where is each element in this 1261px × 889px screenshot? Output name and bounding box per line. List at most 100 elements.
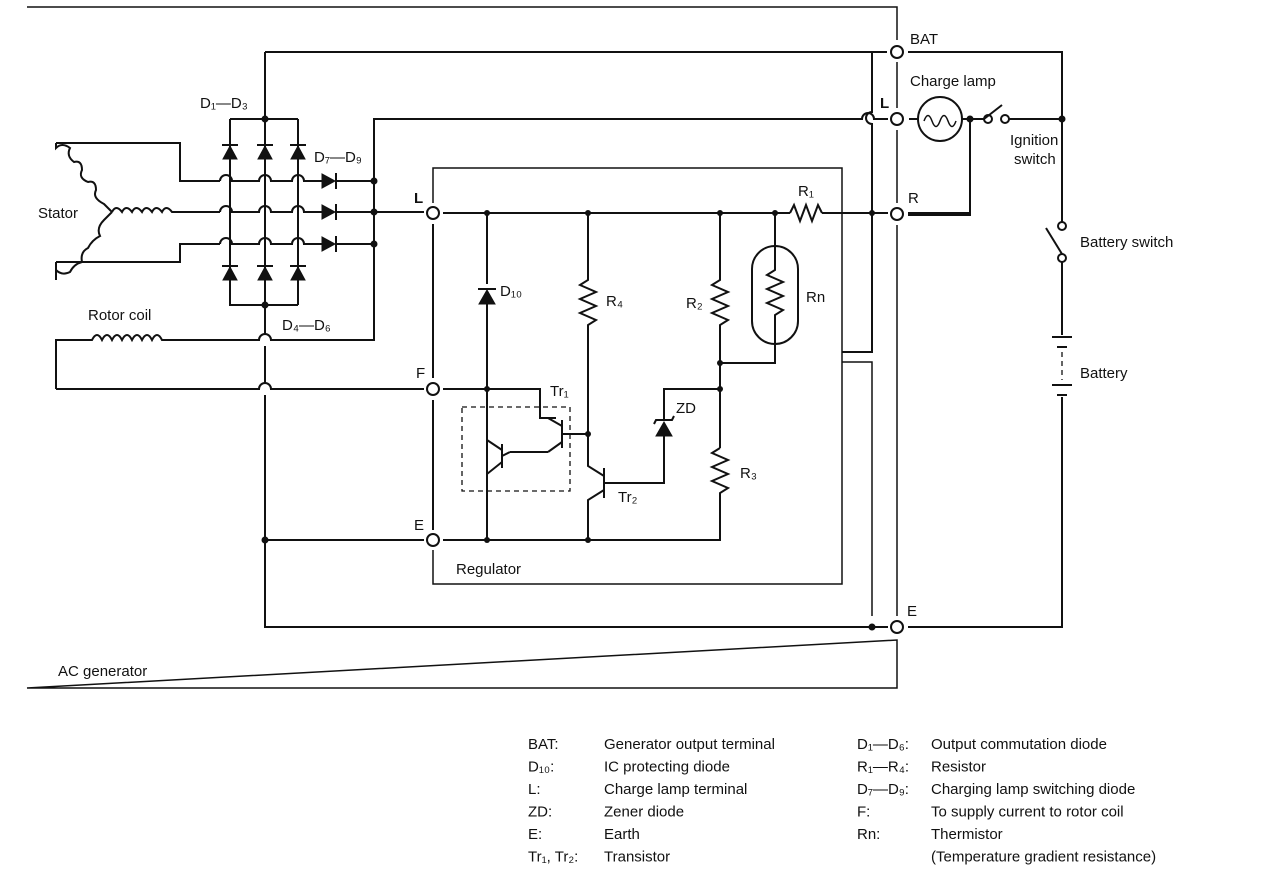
d10-label: D₁₀ [500,283,522,300]
diode-d1 [222,144,238,160]
battery-switch-contact-top [1057,221,1067,231]
f-tr1-wire [443,388,556,419]
reg-f-terminal [426,382,440,396]
stator-label: Stator [38,205,78,222]
battery-earth-wire [908,397,1063,628]
d7-d9-label: D₇—D₉ [314,149,362,166]
tr1-label: Tr₁ [550,383,569,400]
l-terminal [890,112,904,126]
rotor-coil-label: Rotor coil [88,307,151,324]
tr2-label: Tr₂ [618,489,638,506]
legend-right-desc: To supply current to rotor coil [931,804,1124,821]
regulator-e-outer [842,361,873,616]
r3-label: R₃ [740,465,757,482]
battery-label: Battery [1080,365,1128,382]
junction-dot [261,115,269,123]
regulator-box [432,167,843,585]
diode-d3 [290,144,306,160]
zd-wire [663,388,720,420]
rn-label: Rn [806,289,825,306]
junction-dot [966,115,974,123]
rotor-coil-wire [55,244,375,389]
e-terminal [890,620,904,634]
l-line-wire [373,112,888,181]
battery-switch-label: Battery switch [1080,234,1173,251]
r-terminal-label: R [908,190,919,207]
legend-left-desc: Generator output terminal [604,736,775,753]
reg-l-terminal [426,206,440,220]
ignition-switch-label-2: switch [1014,151,1056,168]
legend-right-desc: Output commutation diode [931,736,1107,753]
charge-lamp-filament [923,114,957,128]
zener-diode [655,420,673,437]
legend-left-key: D₁₀: [528,759,554,776]
junction-dot [868,623,876,631]
bridge-earth-wire [264,305,888,628]
legend-left-key: L: [528,781,541,798]
ignition-to-r-wire [908,119,971,216]
ignition-switch-contact-b [1000,114,1010,124]
rotor-f-wire [56,382,424,390]
r-terminal [890,207,904,221]
ignition-switch-label-1: Ignition [1010,132,1058,149]
reg-e-terminal [426,533,440,547]
resistor-r1 [789,202,823,224]
l-terminal-label: L [880,95,889,112]
reg-e-label: E [414,517,424,534]
legend-left-key: BAT: [528,736,559,753]
diode-d4 [222,265,238,281]
stator-coils [55,142,220,280]
junction-dot [717,386,723,392]
transistor-tr1 [486,417,588,475]
legend-right-key: Rn: [857,826,880,843]
r2-label: R₂ [686,295,703,312]
legend-left-desc: Transistor [604,849,670,866]
phase-wire-2 [219,205,325,213]
legend-left-key: Tr₁, Tr₂: [528,849,578,866]
regulator-label: Regulator [456,561,521,578]
bat-bus-wire [265,51,1063,118]
battery-switch-contact-bottom [1057,253,1067,263]
diode-d7 [321,173,337,189]
diode-d2 [257,144,273,160]
junction-dot [869,210,875,216]
ac-generator-outline [26,6,898,689]
e-terminal-label: E [907,603,917,620]
resistor-r2 [709,213,731,448]
legend-right-desc: (Temperature gradient resistance) [931,849,1156,866]
legend-left-desc: Zener diode [604,804,684,821]
legend-right-desc: Resistor [931,759,986,776]
reg-l-label: L [414,190,423,207]
charge-lamp-bulb [917,96,963,142]
bat-label: BAT [910,31,938,48]
resistor-r4 [577,213,599,434]
diode-bridge-frame [229,52,299,306]
reg-f-label: F [416,365,425,382]
legend-left-key: ZD: [528,804,552,821]
diode-d8 [321,204,337,220]
ignition-switch-blade [983,104,1003,120]
junction-dot [370,177,378,185]
legend-right-desc: Charging lamp switching diode [931,781,1135,798]
legend-left-desc: IC protecting diode [604,759,730,776]
junction-dot [370,208,378,216]
phase-wire-3 [219,237,325,245]
legend-right-key: D₇—D₉: [857,781,909,798]
r1-label: R₁ [798,183,814,200]
battery-switch-blade [1045,227,1063,255]
bat-terminal [890,45,904,59]
diode-d9 [321,236,337,252]
bat-vertical-wire [842,52,873,353]
diode-d10 [478,288,496,305]
zd-label: ZD [676,400,696,417]
legend-right-key: R₁—R₄: [857,759,909,776]
legend-right-key: D₁—D₆: [857,736,909,753]
ac-generator-label: AC generator [58,663,147,680]
legend-left-desc: Earth [604,826,640,843]
battery-symbol [1052,336,1072,396]
d7-d9-output-wires [336,180,424,245]
r4-label: R₄ [606,293,623,310]
legend-right-key: F: [857,804,870,821]
